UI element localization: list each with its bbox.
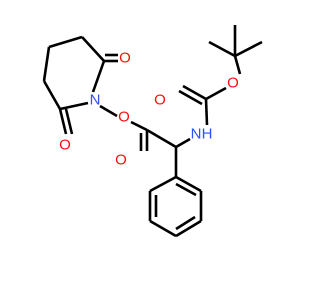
bond [175,219,202,238]
bond [175,215,196,231]
bond [204,98,209,126]
bond [149,219,177,238]
molecule-structure: O O N O O N H O O [42,25,263,238]
bond [233,55,242,75]
bond [178,89,203,106]
atom-label-o-boc-link: O [227,75,239,92]
atom-label-o-imide-top: O [119,50,131,67]
atom-label-n-amide: N [191,126,202,143]
atom-label-o-imide-bottom: O [59,137,71,154]
bond [149,175,177,193]
bond [208,40,236,58]
bond [130,120,148,132]
bond [175,175,202,193]
bond [175,137,191,149]
bond [175,182,197,197]
atom-label-h-amide: H [202,126,213,143]
bond [58,108,68,135]
bond [182,84,207,101]
bond [234,40,263,58]
atom-label-o-ester-link: O [118,109,130,126]
bond [48,35,83,49]
bond [91,60,106,93]
bond [146,128,177,149]
bond [59,101,89,111]
bond [81,36,105,62]
atom-label-o-ester-carbonyl: O [115,152,127,169]
bond [99,104,118,118]
bond [205,86,227,101]
bond [64,108,74,135]
atom-label-n-imide: N [90,92,101,109]
bond [42,80,62,110]
atom-label-o-boc-carbonyl: O [154,92,166,109]
structure-canvas: O O N O O N H O O [42,25,263,238]
bond [42,46,51,82]
